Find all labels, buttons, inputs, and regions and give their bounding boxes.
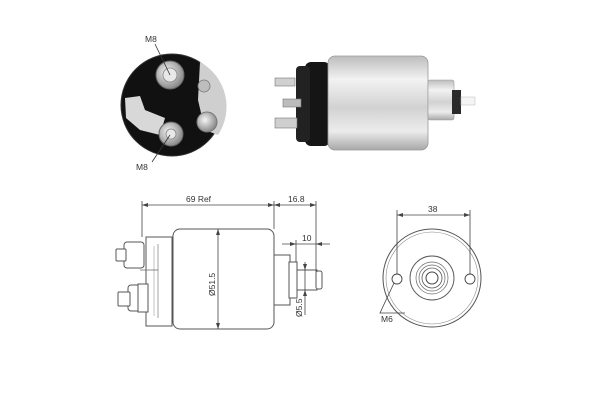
body-diameter-label: Ø51.5 (207, 273, 217, 296)
mount-thread-label: M6 (381, 314, 393, 324)
overall-length-label: 69 Ref (186, 194, 212, 204)
dimensions-end (379, 210, 471, 314)
terminal-bottom-label: M8 (136, 162, 148, 172)
photo-side-view (274, 55, 476, 151)
dimensions-side (141, 201, 330, 329)
plunger-length-label: 16.8 (288, 194, 305, 204)
hole-spacing-label: 38 (428, 204, 438, 214)
plunger-diameter-label: Ø5.5 (294, 298, 304, 317)
drawing-side-view (115, 228, 323, 330)
terminal-top-label: M8 (145, 34, 157, 44)
photo-end-view (120, 43, 227, 163)
plunger-tip-label: 10 (302, 233, 312, 243)
drawing-end-view (382, 228, 482, 328)
